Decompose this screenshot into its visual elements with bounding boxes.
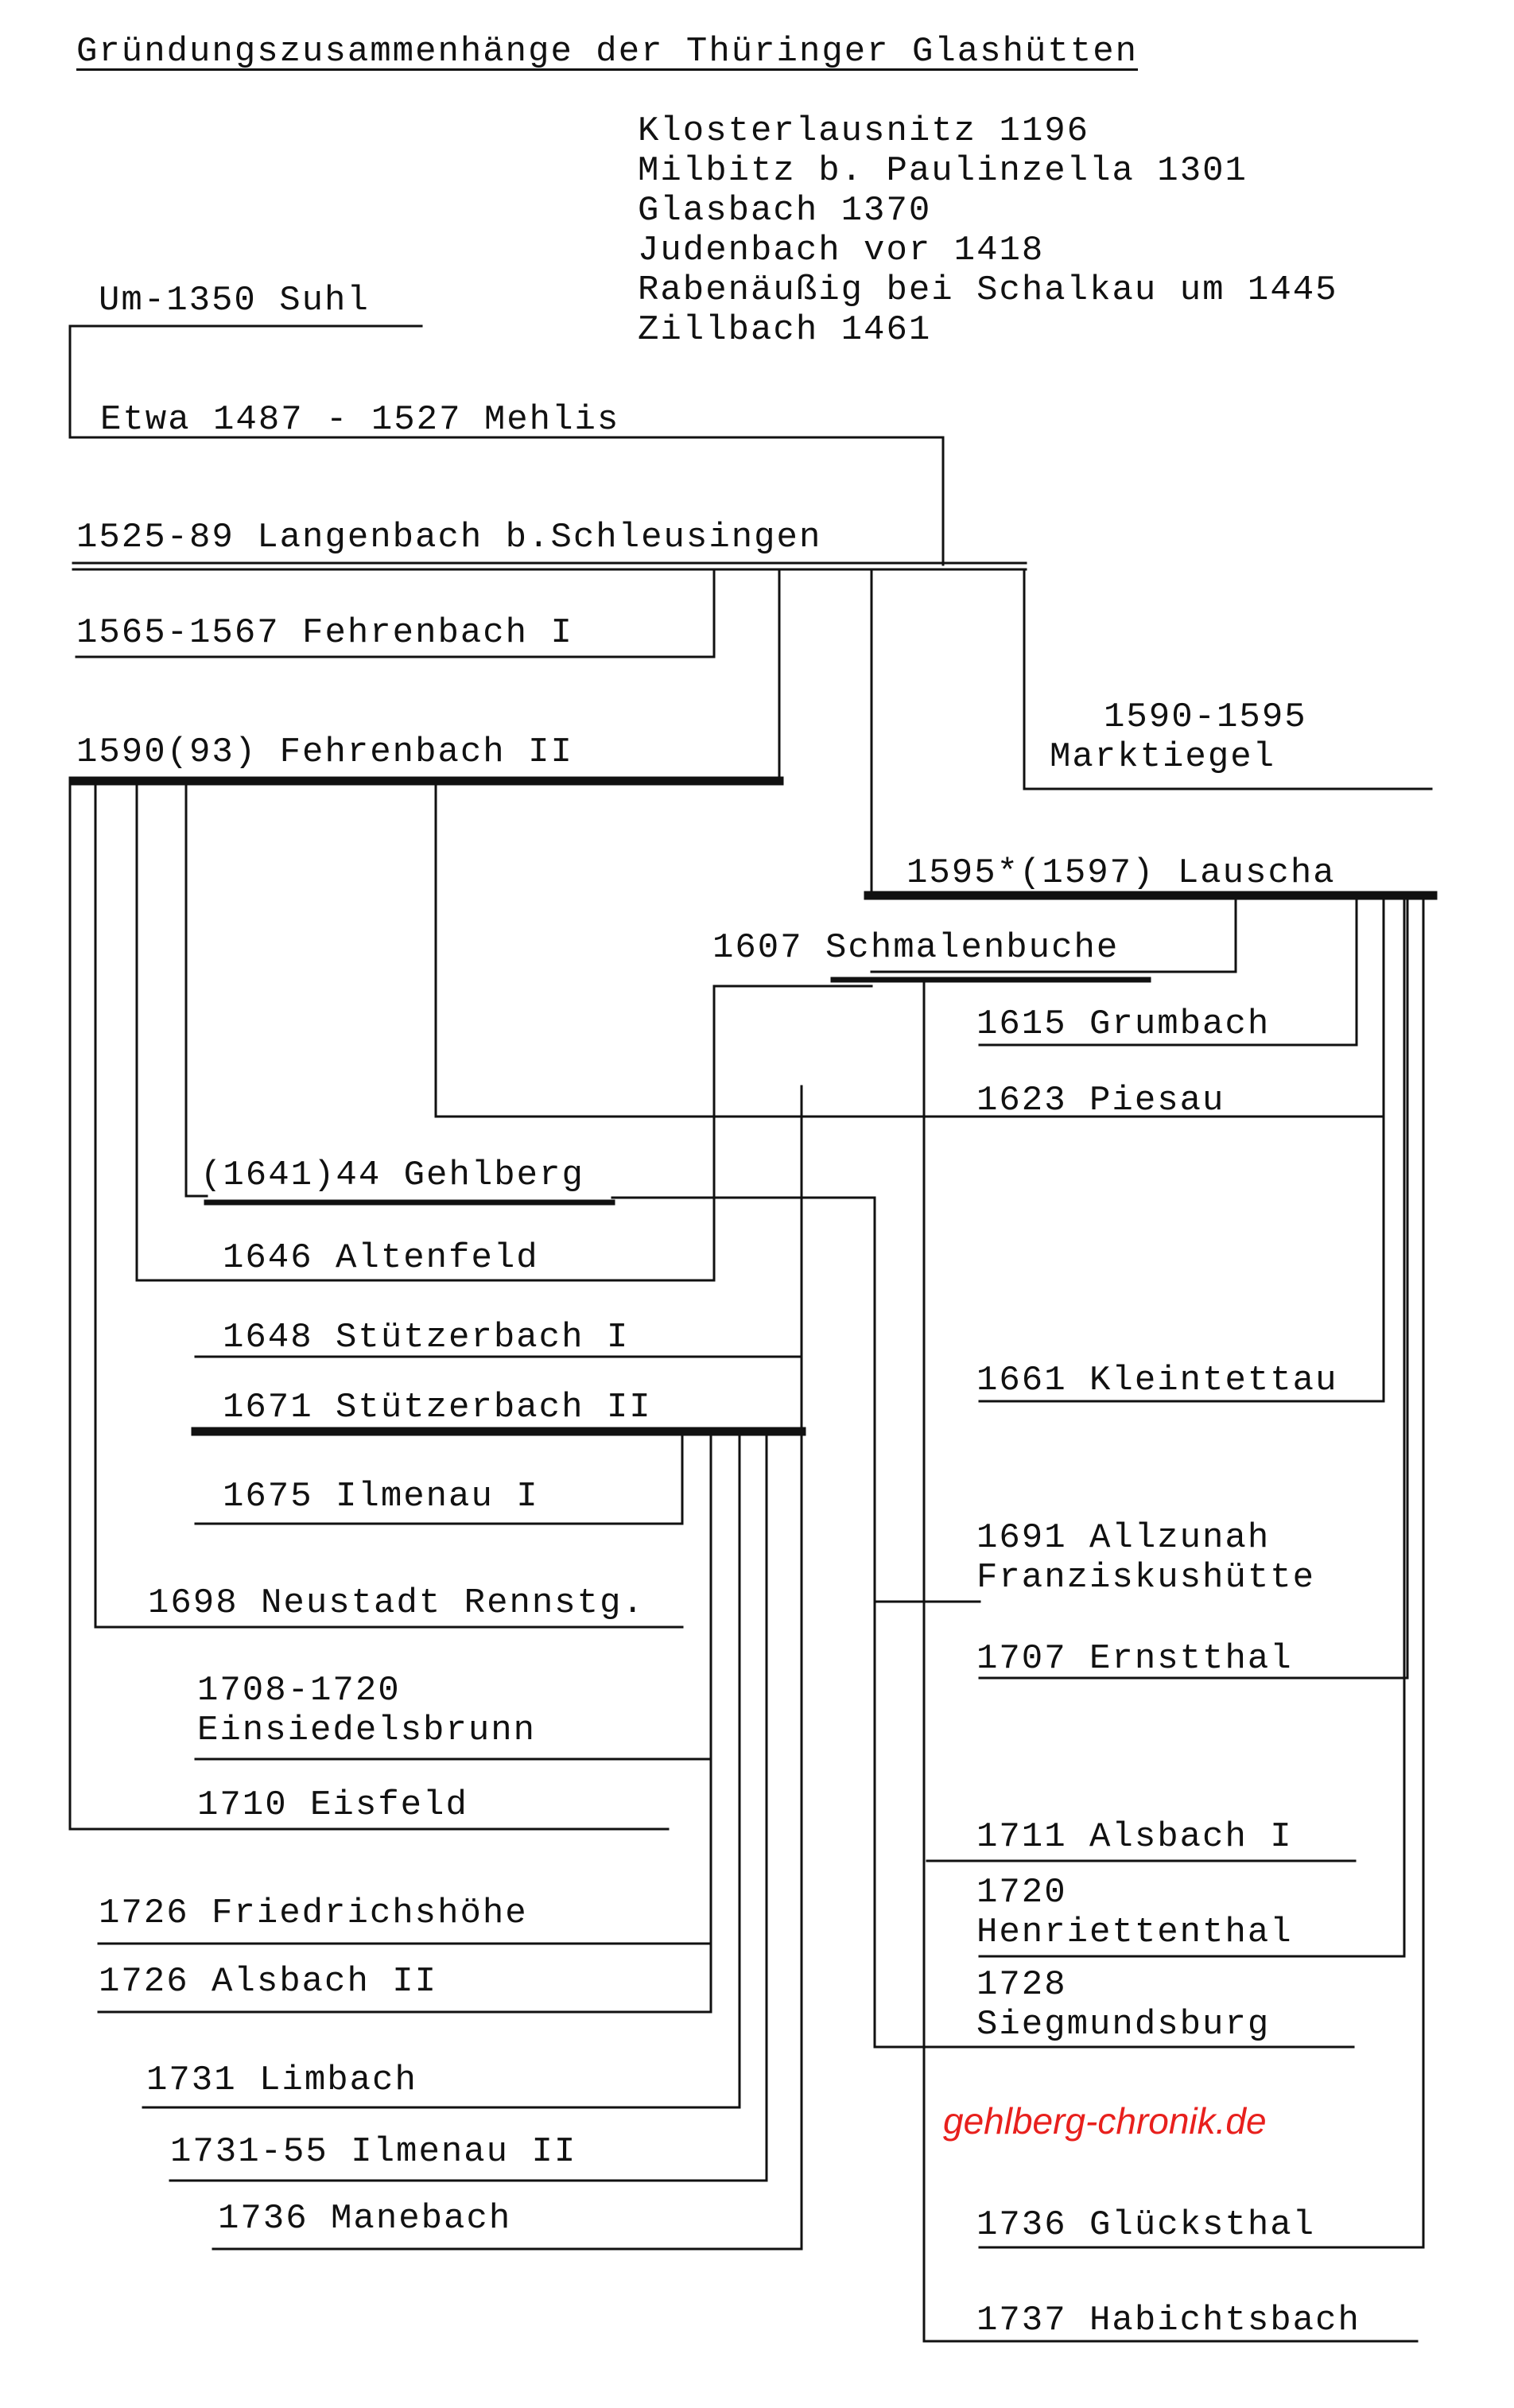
- node-ilmenau2: 1731-55 Ilmenau II: [170, 2132, 577, 2172]
- node-alsbach1: 1711 Alsbach I: [976, 1817, 1293, 1857]
- line-marktiegel: [1023, 568, 1433, 790]
- line-grumbach: [978, 897, 1358, 1047]
- node-eisfeld: 1710 Eisfeld: [197, 1785, 468, 1825]
- line-limbach: [142, 1431, 741, 2109]
- node-marktiegel: Marktiegel: [1050, 737, 1276, 777]
- node-kleintettau: 1661 Kleintettau: [976, 1361, 1338, 1400]
- node-manebach: 1736 Manebach: [218, 2199, 512, 2239]
- early-site: Klosterlausnitz 1196: [638, 111, 1090, 151]
- line-ilmenau1: [194, 1431, 684, 1525]
- line-fehrenbach2-piesau: [434, 779, 1385, 1118]
- node-grumbach: 1615 Grumbach: [976, 1004, 1271, 1044]
- line-henriettenthal: [978, 897, 1406, 1958]
- line-alsbach2: [97, 1942, 712, 2014]
- line-fehrenbach2-altenfeld: [135, 779, 873, 1282]
- node-piesau: 1623 Piesau: [976, 1081, 1225, 1120]
- node-stuetzerbach1: 1648 Stützerbach I: [223, 1318, 630, 1357]
- line-fehrenbach2-neustadt: [94, 779, 684, 1629]
- node-marktiegel-year: 1590-1595: [1104, 697, 1307, 737]
- early-site: Judenbach vor 1418: [638, 231, 1045, 270]
- node-franziskushuette: Franziskushütte: [976, 1558, 1316, 1598]
- node-altenfeld: 1646 Altenfeld: [223, 1238, 539, 1278]
- line-gehlberg-siegmundsburg: [611, 1196, 1355, 2049]
- node-siegmundsburg: Siegmundsburg: [976, 2005, 1271, 2045]
- node-gehlberg: (1641)44 Gehlberg: [200, 1155, 584, 1195]
- node-langenbach: 1525-89 Langenbach b.Schleusingen: [76, 518, 822, 557]
- node-ernstthal: 1707 Ernstthal: [976, 1639, 1293, 1679]
- node-einsiedelsbrunn-year: 1708-1720: [197, 1671, 401, 1711]
- node-ilmenau1: 1675 Ilmenau I: [223, 1477, 539, 1517]
- early-sites-list: Klosterlausnitz 1196 Milbitz b. Paulinze…: [638, 111, 1338, 350]
- node-allzunah: 1691 Allzunah: [976, 1518, 1271, 1558]
- node-henriettenthal: Henriettenthal: [976, 1913, 1293, 1952]
- early-site: Rabenäußig bei Schalkau um 1445: [638, 270, 1338, 310]
- early-site: Milbitz b. Paulinzella 1301: [638, 151, 1248, 191]
- node-einsiedelsbrunn: Einsiedelsbrunn: [197, 1711, 537, 1750]
- line-langenbach: [72, 561, 1027, 571]
- line-lauscha-schmalenbuche: [870, 897, 1237, 973]
- diagram-title: Gründungszusammenhänge der Thüringer Gla…: [76, 32, 1139, 72]
- node-glueckstal: 1736 Glücksthal: [976, 2205, 1316, 2245]
- node-fehrenbach2: 1590(93) Fehrenbach II: [76, 732, 573, 772]
- line-fehrenbach2-gehlberg: [184, 779, 208, 1198]
- line-schmalenbuche-habichtsbach: [922, 980, 1419, 2343]
- node-schmalenbuche: 1607 Schmalenbuche: [712, 928, 1120, 968]
- early-site: Zillbach 1461: [638, 310, 932, 350]
- node-suhl: Um-1350 Suhl: [99, 281, 370, 320]
- node-siegmundsburg-year: 1728: [976, 1965, 1067, 2005]
- node-alsbach2: 1726 Alsbach II: [99, 1962, 438, 2002]
- node-habichtsbach: 1737 Habichtsbach: [976, 2301, 1361, 2340]
- node-neustadt: 1698 Neustadt Rennstg.: [148, 1583, 645, 1623]
- watermark: gehlberg-chronik.de: [943, 2100, 1267, 2142]
- node-mehlis: Etwa 1487 - 1527 Mehlis: [100, 400, 620, 440]
- node-fehrenbach1: 1565-1567 Fehrenbach I: [76, 613, 573, 653]
- node-limbach: 1731 Limbach: [146, 2060, 417, 2100]
- node-friedrichshoehe: 1726 Friedrichshöhe: [99, 1893, 528, 1933]
- line-kleintettau: [978, 1117, 1385, 1403]
- node-lauscha: 1595*(1597) Lauscha: [906, 853, 1336, 893]
- line-stuetzerbach-trunk: [212, 1085, 803, 2251]
- line-fehrenbach1: [75, 568, 716, 658]
- node-henriettenthal-year: 1720: [976, 1873, 1067, 1913]
- line-ernstthal: [978, 897, 1409, 1680]
- line-ilmenau2: [169, 1431, 768, 2182]
- early-site: Glasbach 1370: [638, 191, 932, 231]
- line-glueckstal: [978, 897, 1425, 2249]
- line-suhl: [68, 324, 945, 566]
- line-fehrenbach2-eisfeld: [68, 779, 670, 1831]
- node-stuetzerbach2: 1671 Stützerbach II: [223, 1388, 652, 1427]
